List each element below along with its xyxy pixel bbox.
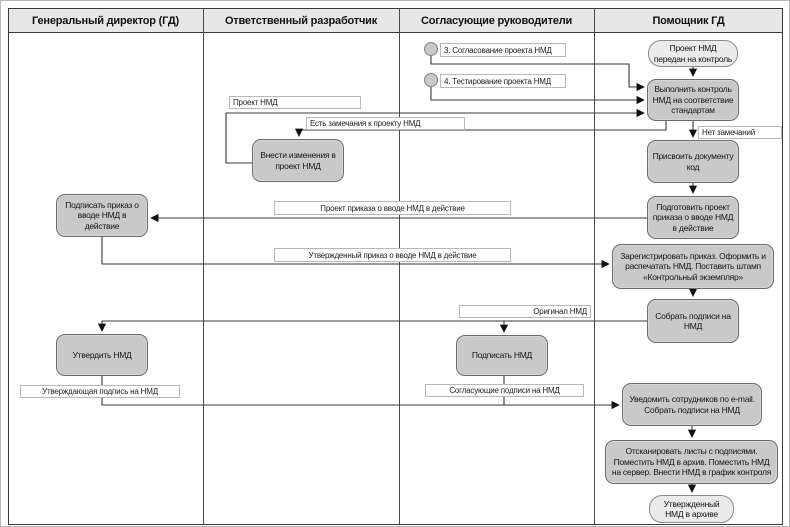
process-ref-circle-4 [424, 73, 438, 87]
activity-sign-order: Подписать приказ о вводе НМД в действие [56, 194, 148, 237]
terminal-start: Проект НМД передан на контроль [648, 40, 738, 67]
lane-divider-2 [399, 8, 400, 525]
lane-header-developer: Ответственный разработчик [224, 14, 378, 27]
process-ref-label-4: 4. Тестирование проекта НМД [440, 74, 566, 88]
activity-approve-nmd: Утвердить НМД [56, 334, 148, 376]
process-ref-circle-3 [424, 42, 438, 56]
lane-header-approving-managers: Согласующие руководители [420, 14, 573, 27]
terminal-end: Утвержденный НМД в архиве [649, 495, 734, 523]
activity-check-control: Выполнить контроль НМД на соответствие с… [647, 79, 739, 121]
activity-register-order: Зарегистрировать приказ. Оформить и расп… [612, 244, 774, 289]
flow-label-has-remarks: Есть замечания к проекту НМД [306, 117, 465, 130]
activity-sign-nmd: Подписать НМД [456, 335, 548, 376]
lane-header-band [8, 8, 783, 33]
activity-assign-code: Присвоить документу код [647, 140, 739, 183]
activity-scan-sheets: Отсканировать листы с подписями. Помести… [605, 440, 778, 484]
flow-label-original-nmd: Оригинал НМД [459, 305, 591, 318]
activity-collect-signatures: Собрать подписи на НМД [647, 299, 739, 343]
lane-header-assistant: Помощник ГД [652, 14, 725, 27]
lane-divider-1 [203, 8, 204, 525]
flow-label-project-nmd: Проект НМД [229, 96, 361, 109]
flow-label-no-remarks: Нет замечаний [698, 126, 782, 139]
process-ref-label-3: 3. Согласование проекта НМД [440, 43, 566, 57]
activity-notify-employees: Уведомить сотрудников по e-mail. Собрать… [622, 383, 762, 426]
activity-make-changes: Внести изменения в проект НМД [252, 139, 344, 182]
flow-label-approving-signature: Утверждающая подпись на НМД [20, 385, 180, 398]
flow-label-agreeing-signatures: Согласующие подписи на НМД [425, 384, 584, 397]
activity-prepare-draft-order: Подготовить проект приказа о вводе НМД в… [647, 196, 739, 239]
lane-divider-3 [594, 8, 595, 525]
flow-label-approved-order: Утвержденный приказ о вводе НМД в действ… [274, 248, 511, 262]
flow-label-draft-order: Проект приказа о вводе НМД в действие [274, 201, 511, 215]
lane-header-general-director: Генеральный директор (ГД) [32, 14, 179, 27]
